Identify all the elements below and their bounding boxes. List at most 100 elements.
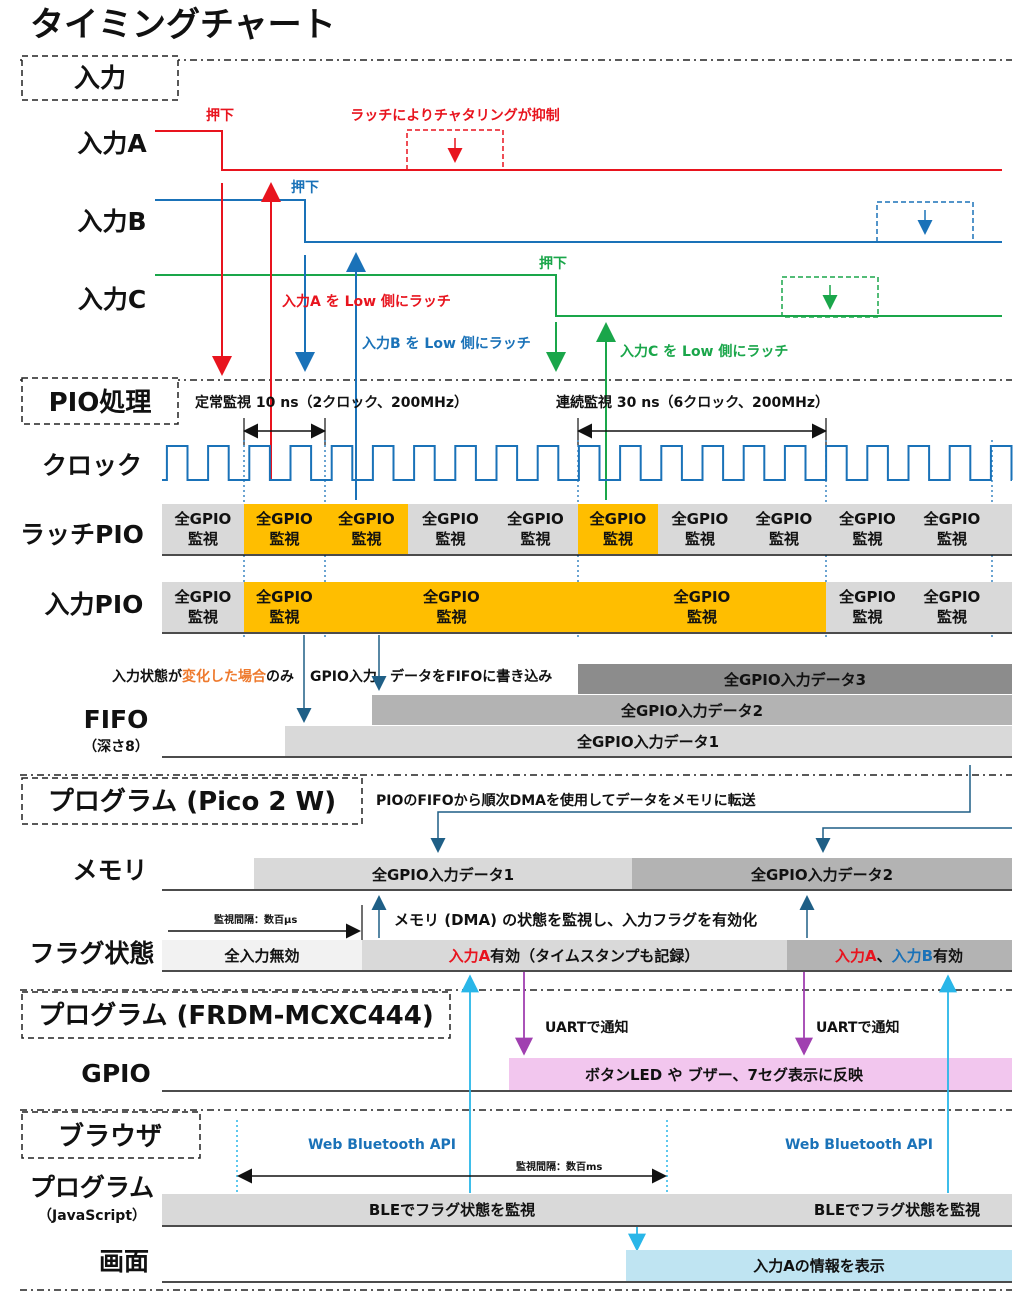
latch-row-cell-4-top: 全GPIO (421, 510, 479, 528)
arrow-dma-1 (430, 765, 971, 853)
chatter-box-a (406, 129, 504, 171)
section-box-pico (21, 777, 363, 825)
flag-none (162, 940, 362, 970)
label-latch-c: 入力C を Low 側にラッチ (620, 343, 788, 360)
latch-row-cell-8 (742, 504, 826, 554)
memory-data-1-label: 全GPIO入力データ1 (371, 866, 514, 884)
latch-row-cell-10 (909, 504, 995, 554)
latch-row-cell-2 (244, 504, 325, 554)
flag-a (362, 940, 787, 970)
latch-row-cell-8-top: 全GPIO (755, 510, 813, 528)
latch-row-cell-5-bottom: 監視 (520, 530, 550, 548)
label-ble-interval: 監視間隔：数百ms (516, 1160, 602, 1173)
row-flag: フラグ状態 (29, 939, 154, 968)
latch-row-cell-3-bottom: 監視 (351, 530, 381, 548)
input-pio-row: 全GPIO 監視 全GPIO 監視 全GPIO 監視 全GPIO 監視 全GPIO 監視 全GPIO… (162, 582, 1012, 634)
input-row-cell-4 (578, 582, 826, 632)
latch-row-cell-2-bottom: 監視 (269, 530, 299, 548)
js-ble-2-label: BLEでフラグ状態を監視 (814, 1201, 980, 1219)
row-input-pio: 入力PIO (45, 590, 144, 619)
latch-row-cell-2-top: 全GPIO (255, 510, 313, 528)
gpio-output (509, 1058, 1012, 1090)
section-box-pio (21, 377, 179, 425)
input-row-cell-2 (244, 582, 325, 632)
label-latch-a: 入力A を Low 側にラッチ (282, 293, 451, 310)
latch-row-cell-8-bottom: 監視 (769, 530, 799, 548)
input-row-cell-4-top: 全GPIO (673, 588, 731, 606)
latch-row-cell-5-top: 全GPIO (506, 510, 564, 528)
row-input-c: 入力C (78, 285, 146, 314)
label-monitor-continuous: 連続監視 30 ns（6クロック、200MHz） (556, 394, 829, 411)
latch-row-cell-11 (995, 504, 1012, 554)
label-press-c: 押下 (539, 255, 567, 272)
input-row-cell-4-bottom: 監視 (687, 608, 717, 626)
input-row-cell-5 (826, 582, 909, 632)
fifo-data-2-label: 全GPIO入力データ2 (620, 702, 763, 720)
fifo-note-1: 入力状態が変化した場合のみ (112, 668, 294, 685)
input-row-cell-2-bottom: 監視 (269, 608, 299, 626)
latch-row-cell-4 (408, 504, 493, 554)
arrow-dma-2 (815, 827, 1012, 853)
input-row-cell-1 (162, 582, 244, 632)
label-press-b: 押下 (291, 179, 319, 196)
latch-row-cell-5 (493, 504, 578, 554)
waveform-input-b (155, 199, 1002, 243)
label-latch-b: 入力B を Low 側にラッチ (362, 335, 531, 352)
row-fifo: FIFO (84, 705, 149, 734)
input-row-cell-2-top: 全GPIO (255, 588, 313, 606)
input-row-cell-3-bottom: 監視 (436, 608, 466, 626)
flag-none-label: 全入力無効 (223, 947, 299, 965)
latch-row-cell-9 (826, 504, 909, 554)
label-web-bluetooth-1: Web Bluetooth API (308, 1137, 456, 1153)
fifo-data-3 (578, 664, 1012, 694)
input-row-cell-6-bottom: 監視 (937, 608, 967, 626)
latch-row-cell-9-bottom: 監視 (852, 530, 882, 548)
latch-row-cell-3 (325, 504, 408, 554)
label-flag-note: メモリ (DMA) の状態を監視し、入力フラグを有効化 (394, 911, 757, 929)
latch-row-cell-1 (162, 504, 244, 554)
chart-title: タイミングチャート (30, 5, 336, 45)
chatter-box-c (781, 276, 879, 318)
input-row-cell-1-top: 全GPIO (174, 588, 232, 606)
row-fifo-sub: （深さ8） (83, 738, 149, 755)
section-pico: プログラム (Pico 2 W) (48, 787, 336, 817)
latch-row-cell-1-bottom: 監視 (188, 530, 218, 548)
latch-pio-row: 全GPIO 監視 全GPIO 監視 全GPIO 監視 全GPIO 監視 全GPIO 監視 全GPIO… (162, 504, 1012, 556)
js-ble-1-label: BLEでフラグ状態を監視 (369, 1201, 535, 1219)
row-gpio: GPIO (81, 1059, 150, 1088)
latch-row-cell-6 (578, 504, 658, 554)
latch-row-cell-7-top: 全GPIO (671, 510, 729, 528)
input-row-cell-3-top: 全GPIO (422, 588, 480, 606)
js-ble-1 (162, 1194, 667, 1225)
row-input-b: 入力B (77, 207, 146, 236)
latch-row-cell-9-top: 全GPIO (838, 510, 896, 528)
section-box-frdm (21, 991, 451, 1039)
memory-data-2 (632, 858, 1012, 889)
chatter-box-b (876, 201, 974, 243)
memory-data-1 (254, 858, 632, 889)
fifo-data-1-label: 全GPIO入力データ1 (576, 733, 719, 751)
label-uart-2: UARTで通知 (816, 1019, 899, 1036)
input-row-cell-6 (909, 582, 995, 632)
label-press-a: 押下 (206, 107, 234, 124)
fifo-note-2: GPIO入力 (310, 668, 377, 685)
label-web-bluetooth-2: Web Bluetooth API (785, 1137, 933, 1153)
section-input: 入力 (74, 64, 126, 94)
gpio-output-label: ボタンLED や ブザー、7セグ表示に反映 (585, 1066, 864, 1084)
row-clock: クロック (42, 451, 142, 480)
input-row-cell-5-bottom: 監視 (852, 608, 882, 626)
section-browser: ブラウザ (58, 1121, 162, 1152)
row-latch-pio: ラッチPIO (20, 520, 144, 549)
section-box-input (21, 55, 179, 101)
input-row-cell-6-top: 全GPIO (923, 588, 981, 606)
input-row-cell-3 (325, 582, 578, 632)
memory-data-2-label: 全GPIO入力データ2 (750, 866, 893, 884)
waveform-input-a (155, 130, 1002, 171)
flag-ab-label: 入力A、入力B有効 (835, 947, 963, 965)
latch-row-cell-6-bottom: 監視 (603, 530, 633, 548)
latch-row-cell-4-bottom: 監視 (435, 530, 465, 548)
label-flag-interval: 監視間隔：数百μs (214, 913, 297, 926)
screen-display-label: 入力Aの情報を表示 (753, 1257, 885, 1275)
input-row-cell-5-top: 全GPIO (838, 588, 896, 606)
